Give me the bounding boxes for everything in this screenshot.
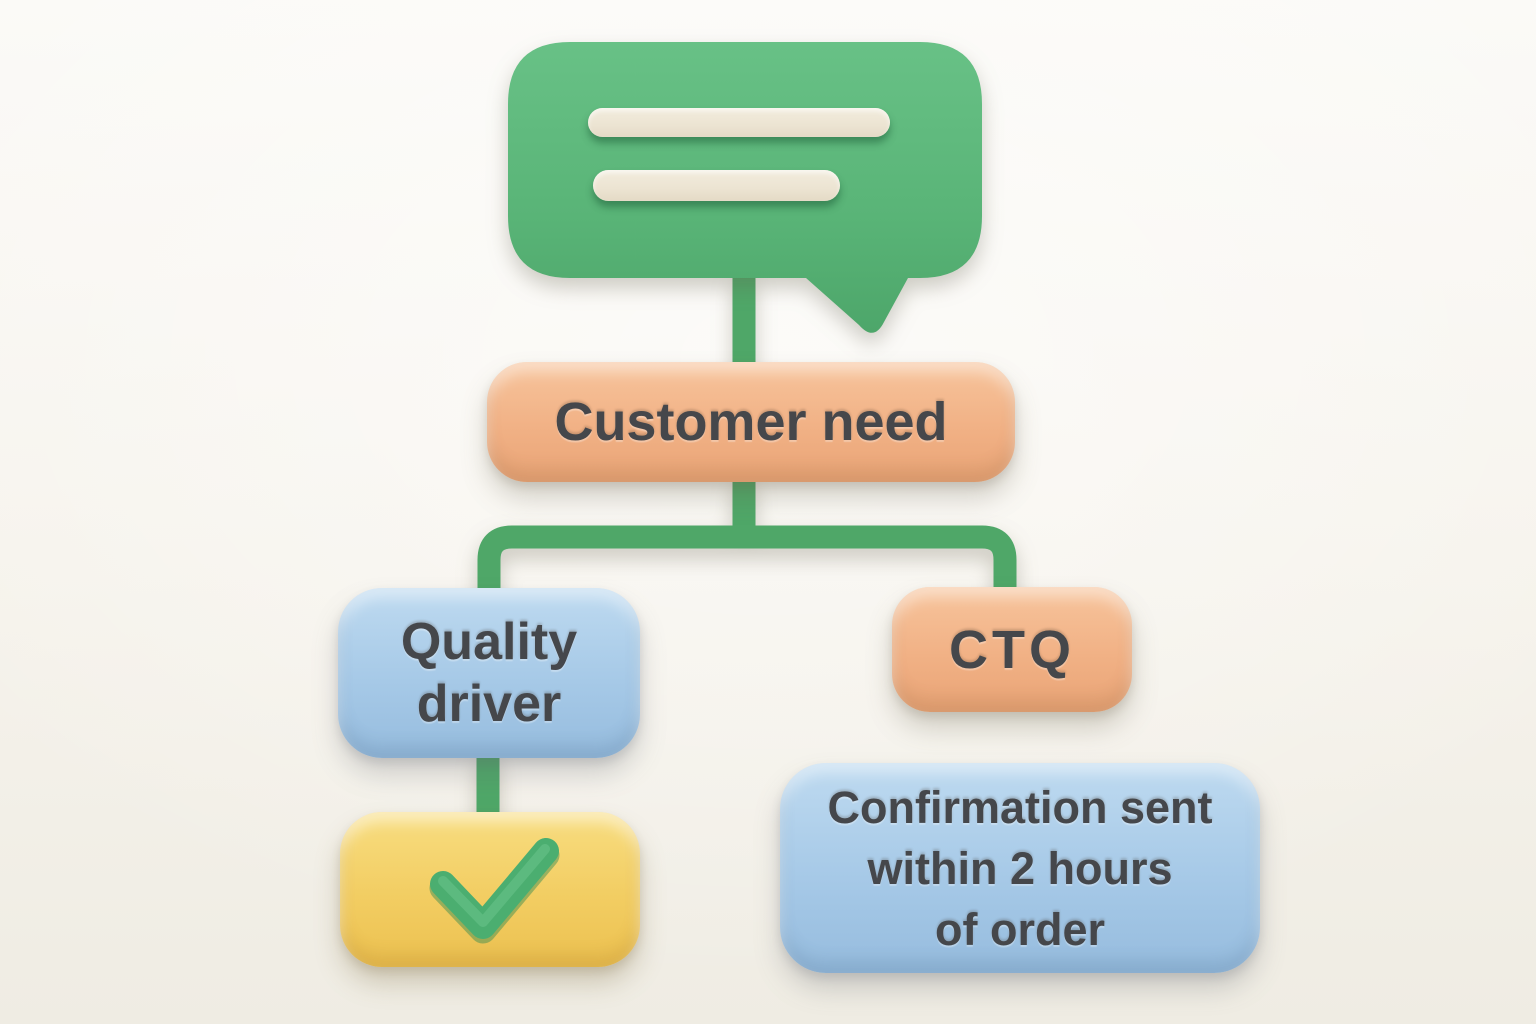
text-line-icon [588,108,890,137]
quality-driver-line2: driver [416,675,562,733]
connector-tubes [476,274,1017,818]
quality-driver-box: Quality driver [338,588,640,758]
quality-check-box [340,812,640,967]
ctq-box: CTQ [892,587,1132,712]
ctq-spec-line1: Confirmation sent [827,781,1213,833]
customer-need-label: Customer need [554,392,948,452]
ctq-label: CTQ [949,619,1075,680]
ctq-spec-line2: within 2 hours [867,842,1173,894]
connector-branch [477,525,1017,596]
ctq-spec-box: Confirmation sent within 2 hours of orde… [780,763,1260,973]
quality-driver-line1: Quality [400,613,578,671]
text-line-icon [593,170,840,201]
checkmark-icon [429,838,560,944]
ctq-spec-line3: of order [934,903,1105,955]
customer-need-box: Customer need [487,362,1015,482]
